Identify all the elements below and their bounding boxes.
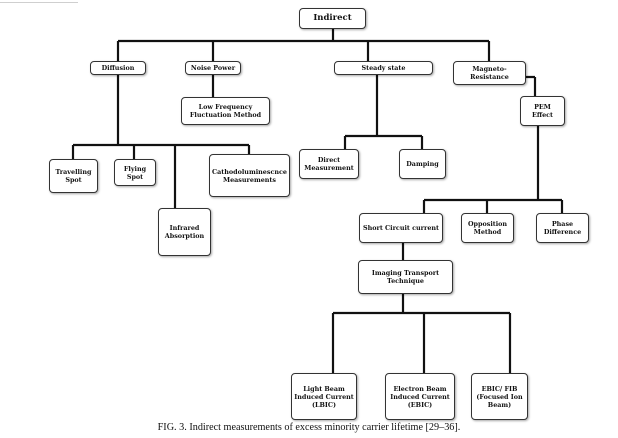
node-diffusion: Diffusion [90, 61, 146, 75]
node-low-frequency: Low Frequency Fluctuation Method [181, 97, 270, 125]
node-ebic: Electron Beam Induced Current (EBIC) [385, 373, 455, 420]
node-short-circuit: Short Circuit current [359, 213, 443, 243]
node-cathodoluminescence: Cathodoluminescnce Measurements [209, 154, 290, 197]
node-phase-difference: Phase Difference [536, 213, 589, 243]
node-flying-spot: Flying Spot [114, 159, 156, 186]
figure-caption: FIG. 3. Indirect measurements of excess … [157, 422, 461, 433]
node-travelling-spot: Travelling Spot [49, 159, 98, 193]
node-opposition-method: Opposition Method [461, 213, 514, 243]
node-imaging-transport: Imaging Transport Technique [358, 260, 453, 294]
node-pem-effect: PEM Effect [520, 96, 565, 126]
node-indirect: Indirect [299, 8, 366, 29]
node-noise-power: Noise Power [185, 61, 241, 75]
node-direct-measurement: Direct Measurement [299, 149, 359, 179]
top-divider [0, 2, 78, 3]
node-magneto-resistance: Magneto- Resistance [453, 61, 526, 85]
node-infrared-absorption: Infrared Absorption [158, 208, 211, 256]
node-lbic: Light Beam Induced Current (LBIC) [291, 373, 357, 420]
node-steady-state: Steady state [334, 61, 433, 75]
node-damping: Damping [399, 149, 446, 179]
node-ebic-fib: EBIC/ FIB (Focused Ion Beam) [471, 373, 528, 420]
